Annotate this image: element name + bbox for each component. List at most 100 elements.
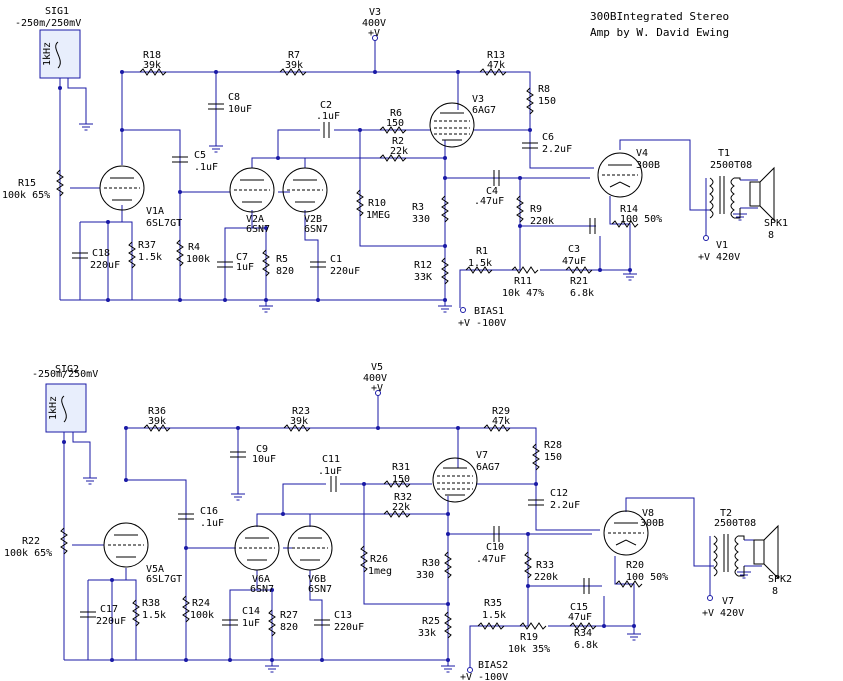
r19-val-label: 10k 35%: [508, 644, 550, 655]
r11-potentiometer: [511, 266, 539, 274]
c1-label: C1: [330, 254, 342, 265]
r26-val-label: 1meg: [368, 566, 392, 577]
r8-label: R8: [538, 84, 550, 95]
r27-resistor: [268, 609, 276, 637]
r12-label: R12: [414, 260, 432, 271]
r23-label: R23: [292, 406, 310, 417]
v2a-tube: [229, 167, 275, 213]
c2-label: C2: [320, 100, 332, 111]
r25-resistor: [444, 611, 452, 639]
r11-val-label: 10k 47%: [502, 288, 544, 299]
r26-label: R26: [370, 554, 388, 565]
v3-plus-label: +V: [368, 28, 380, 39]
channel-1-resistors: [56, 68, 639, 285]
c14-val-label: 1uF: [242, 618, 260, 629]
r30-label: R30: [422, 558, 440, 569]
sig1-frequency: 1kHz: [42, 42, 53, 66]
r37-resistor: [128, 241, 136, 269]
r37-label: R37: [138, 240, 156, 251]
c8-capacitor: [208, 103, 224, 110]
t1-label: T1: [718, 148, 730, 159]
r24-val-label: 100k: [190, 610, 214, 621]
spk1-speaker: [749, 166, 775, 222]
c17-label: C17: [100, 604, 118, 615]
v3-val-label: 400V: [362, 18, 386, 29]
v5a-label: V5A: [146, 564, 164, 575]
c15-val-label: 47uF: [568, 612, 592, 623]
r9-resistor: [516, 195, 524, 223]
r19-potentiometer: [519, 622, 547, 630]
r3-val-label: 330: [412, 214, 430, 225]
channel-1-capacitors: [72, 103, 596, 268]
r8-resistor: [526, 87, 534, 115]
v2b-label: V2B: [304, 214, 322, 225]
ground-icon: [82, 471, 98, 485]
ground-icon: [208, 139, 224, 153]
c11-label: C11: [322, 454, 340, 465]
v5a-val-label: 6SL7GT: [146, 574, 182, 585]
c16-capacitor: [178, 513, 194, 520]
ground-icon: [78, 117, 94, 131]
ground-icon: [258, 299, 274, 313]
c10-label: C10: [486, 542, 504, 553]
v1-val-label: +V 420V: [698, 252, 740, 263]
c7-capacitor: [217, 261, 233, 268]
spk1-val-label: 8: [768, 230, 774, 241]
v2b-val-label: 6SN7: [304, 224, 328, 235]
v7-val-label: 6AG7: [476, 462, 500, 473]
t2-label: T2: [720, 508, 732, 519]
v7s-val-label: +V 420V: [702, 608, 744, 619]
v5-plus-label: +V: [371, 383, 383, 394]
c1-capacitor: [310, 261, 326, 268]
c5-capacitor: [172, 156, 188, 163]
c5-label: C5: [194, 150, 206, 161]
ground-icon: [437, 299, 453, 313]
c13-capacitor: [314, 619, 330, 626]
c2-val-label: .1uF: [316, 111, 340, 122]
r15-label: R15: [18, 178, 36, 189]
v6b-label: V6B: [308, 574, 326, 585]
c18-capacitor: [72, 252, 88, 259]
r30-resistor: [444, 551, 452, 579]
v7-label: V7: [476, 450, 488, 461]
sig1-label: SIG1: [45, 6, 69, 17]
c12-val-label: 2.2uF: [550, 500, 580, 511]
channel-2-tubes: [103, 457, 649, 571]
r38-val-label: 1.5k: [142, 610, 166, 621]
r27-val-label: 820: [280, 622, 298, 633]
spk2-speaker: [753, 524, 779, 580]
ground-icon: [626, 627, 642, 641]
r7-resistor: [279, 68, 307, 76]
c1-val-label: 220uF: [330, 266, 360, 277]
ground-icon: [230, 487, 246, 501]
v5-label: V5: [371, 362, 383, 373]
r12-resistor: [441, 257, 449, 285]
c6-capacitor: [522, 142, 538, 149]
r3-resistor: [441, 195, 449, 223]
title-line-2: Amp by W. David Ewing: [590, 26, 729, 39]
c12-capacitor: [528, 499, 544, 506]
r38-resistor: [132, 599, 140, 627]
r20-label: R20: [626, 560, 644, 571]
c5-val-label: .1uF: [194, 162, 218, 173]
r25-val-label: 33k: [418, 628, 436, 639]
r1-resistor: [465, 266, 493, 274]
channel-1-wiring: [59, 40, 758, 308]
r24-resistor: [182, 595, 190, 623]
sig2-frequency: 1kHz: [48, 396, 59, 420]
r34-resistor: [569, 622, 597, 630]
supply-terminals: [372, 35, 713, 673]
r33-resistor: [524, 551, 532, 579]
spk2-val-label: 8: [772, 586, 778, 597]
c9-val-label: 10uF: [252, 454, 276, 465]
c16-label: C16: [200, 506, 218, 517]
r35-label: R35: [484, 598, 502, 609]
c8-label: C8: [228, 92, 240, 103]
r31-resistor: [383, 480, 411, 488]
r29-val-label: 47k: [492, 416, 510, 427]
r32-label: R32: [394, 492, 412, 503]
t1-val-label: 2500T08: [710, 160, 752, 171]
channel-2-wiring: [63, 395, 762, 668]
c15-capacitor: [583, 578, 590, 594]
